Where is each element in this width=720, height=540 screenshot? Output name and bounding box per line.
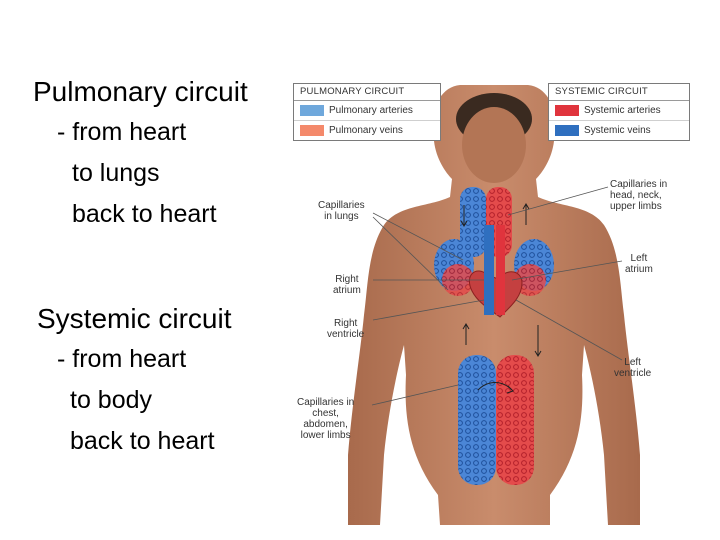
- pulmonary-line-1: - from heart: [57, 118, 187, 146]
- systemic-legend: SYSTEMIC CIRCUIT Systemic arteries Syste…: [548, 83, 690, 141]
- pulmonary-veins-label: Pulmonary veins: [329, 125, 403, 136]
- vena-cava: [484, 225, 494, 315]
- systemic-veins-label: Systemic veins: [584, 125, 651, 136]
- systemic-circuit-heading: Systemic circuit: [37, 303, 232, 334]
- legend-item-systemic-arteries: Systemic arteries: [549, 101, 689, 120]
- systemic-arteries-label: Systemic arteries: [584, 105, 661, 116]
- left-lung-capillaries-oxygenated: [514, 264, 546, 296]
- pulmonary-arteries-swatch: [300, 105, 324, 116]
- label-right-ventricle: Right ventricle: [327, 318, 365, 340]
- systemic-line-1: - from heart: [57, 345, 187, 373]
- systemic-legend-title: SYSTEMIC CIRCUIT: [549, 84, 689, 101]
- aorta: [496, 225, 505, 315]
- pulmonary-line-3: back to heart: [72, 200, 217, 228]
- pulmonary-arteries-label: Pulmonary arteries: [329, 105, 413, 116]
- circulatory-body-illustration: [348, 85, 640, 525]
- lower-body-veins-network: [458, 355, 496, 485]
- lower-body-arteries-network: [496, 355, 534, 485]
- pulmonary-line-2: to lungs: [72, 159, 160, 187]
- label-capillaries-head-neck-upper-limbs: Capillaries in head, neck, upper limbs: [610, 179, 668, 212]
- systemic-line-3: back to heart: [70, 427, 215, 455]
- label-left-atrium: Left atrium: [625, 253, 653, 275]
- pulmonary-veins-swatch: [300, 125, 324, 136]
- label-capillaries-chest-abdomen-lower-limbs: Capillaries in chest, abdomen, lower lim…: [297, 397, 355, 441]
- legend-item-pulmonary-arteries: Pulmonary arteries: [294, 101, 440, 120]
- flow-arrows: [460, 203, 542, 394]
- systemic-arteries-swatch: [555, 105, 579, 116]
- label-right-atrium: Right atrium: [333, 274, 361, 296]
- systemic-veins-swatch: [555, 125, 579, 136]
- label-leader-lines: [371, 186, 623, 406]
- systemic-line-2: to body: [70, 386, 153, 414]
- label-capillaries-in-lungs: Capillaries in lungs: [318, 200, 365, 222]
- pulmonary-circuit-heading: Pulmonary circuit: [33, 76, 248, 107]
- pulmonary-legend-title: PULMONARY CIRCUIT: [294, 84, 440, 101]
- legend-item-systemic-veins: Systemic veins: [549, 120, 689, 140]
- label-left-ventricle: Left ventricle: [614, 357, 652, 379]
- pulmonary-legend: PULMONARY CIRCUIT Pulmonary arteries Pul…: [293, 83, 441, 141]
- head-neck-veins-network: [460, 187, 486, 257]
- legend-item-pulmonary-veins: Pulmonary veins: [294, 120, 440, 140]
